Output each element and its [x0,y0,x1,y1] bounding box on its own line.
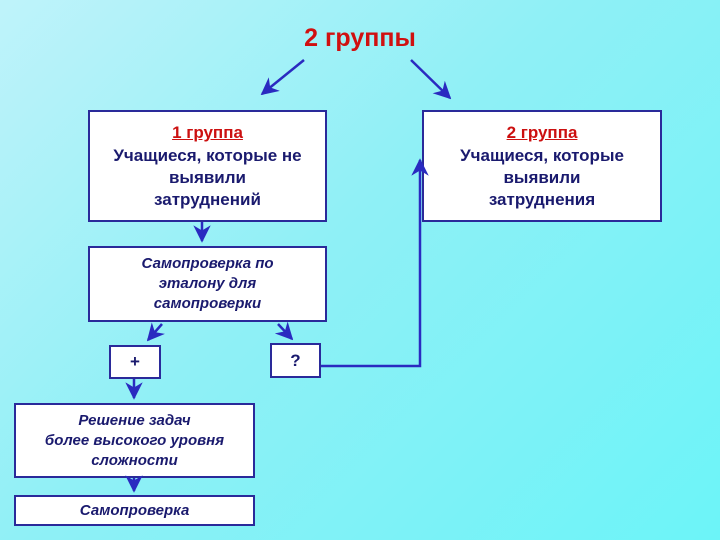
selfcheck-line: эталону для [158,275,257,292]
harder-line: Решение задач [78,411,191,429]
arrow-selfcheck-to-question [274,321,294,341]
group2-line: Учащиеся, которые [460,146,624,165]
arrow-title-to-group2 [410,59,452,100]
harder-line: сложности [91,451,178,469]
group2-heading: 2 группа [506,123,578,142]
final-selfcheck-box: Самопроверка [14,495,255,526]
group2-box: 2 группа Учащиеся, которые выявили затру… [422,110,662,222]
group1-box: 1 группа Учащиеся, которые не выявили за… [88,110,327,222]
group2-line: затруднения [488,190,596,209]
selfcheck-line: Самопроверка по [141,255,274,272]
arrow-title-to-group1 [260,59,305,96]
group2-line: выявили [503,168,581,187]
plus-label: + [130,352,140,371]
selfcheck-line: самопроверки [153,295,262,312]
harder-tasks-box: Решение задач более высокого уровня слож… [14,403,255,478]
group1-line: затруднений [154,190,261,209]
question-box: ? [270,343,321,378]
group1-line: выявили [168,168,247,187]
harder-line: более высокого уровня [44,431,225,449]
selfcheck-box: Самопроверка по эталону для самопроверки [88,246,327,322]
group1-heading: 1 группа [172,123,243,142]
diagram-title: 2 группы [304,24,416,52]
group1-line: Учащиеся, которые не [113,146,302,165]
final-selfcheck-label: Самопроверка [79,501,190,519]
arrow-selfcheck-to-plus [146,322,165,342]
question-label: ? [290,350,301,370]
arrow-question-to-group2 [321,158,429,368]
plus-box: + [109,345,161,379]
